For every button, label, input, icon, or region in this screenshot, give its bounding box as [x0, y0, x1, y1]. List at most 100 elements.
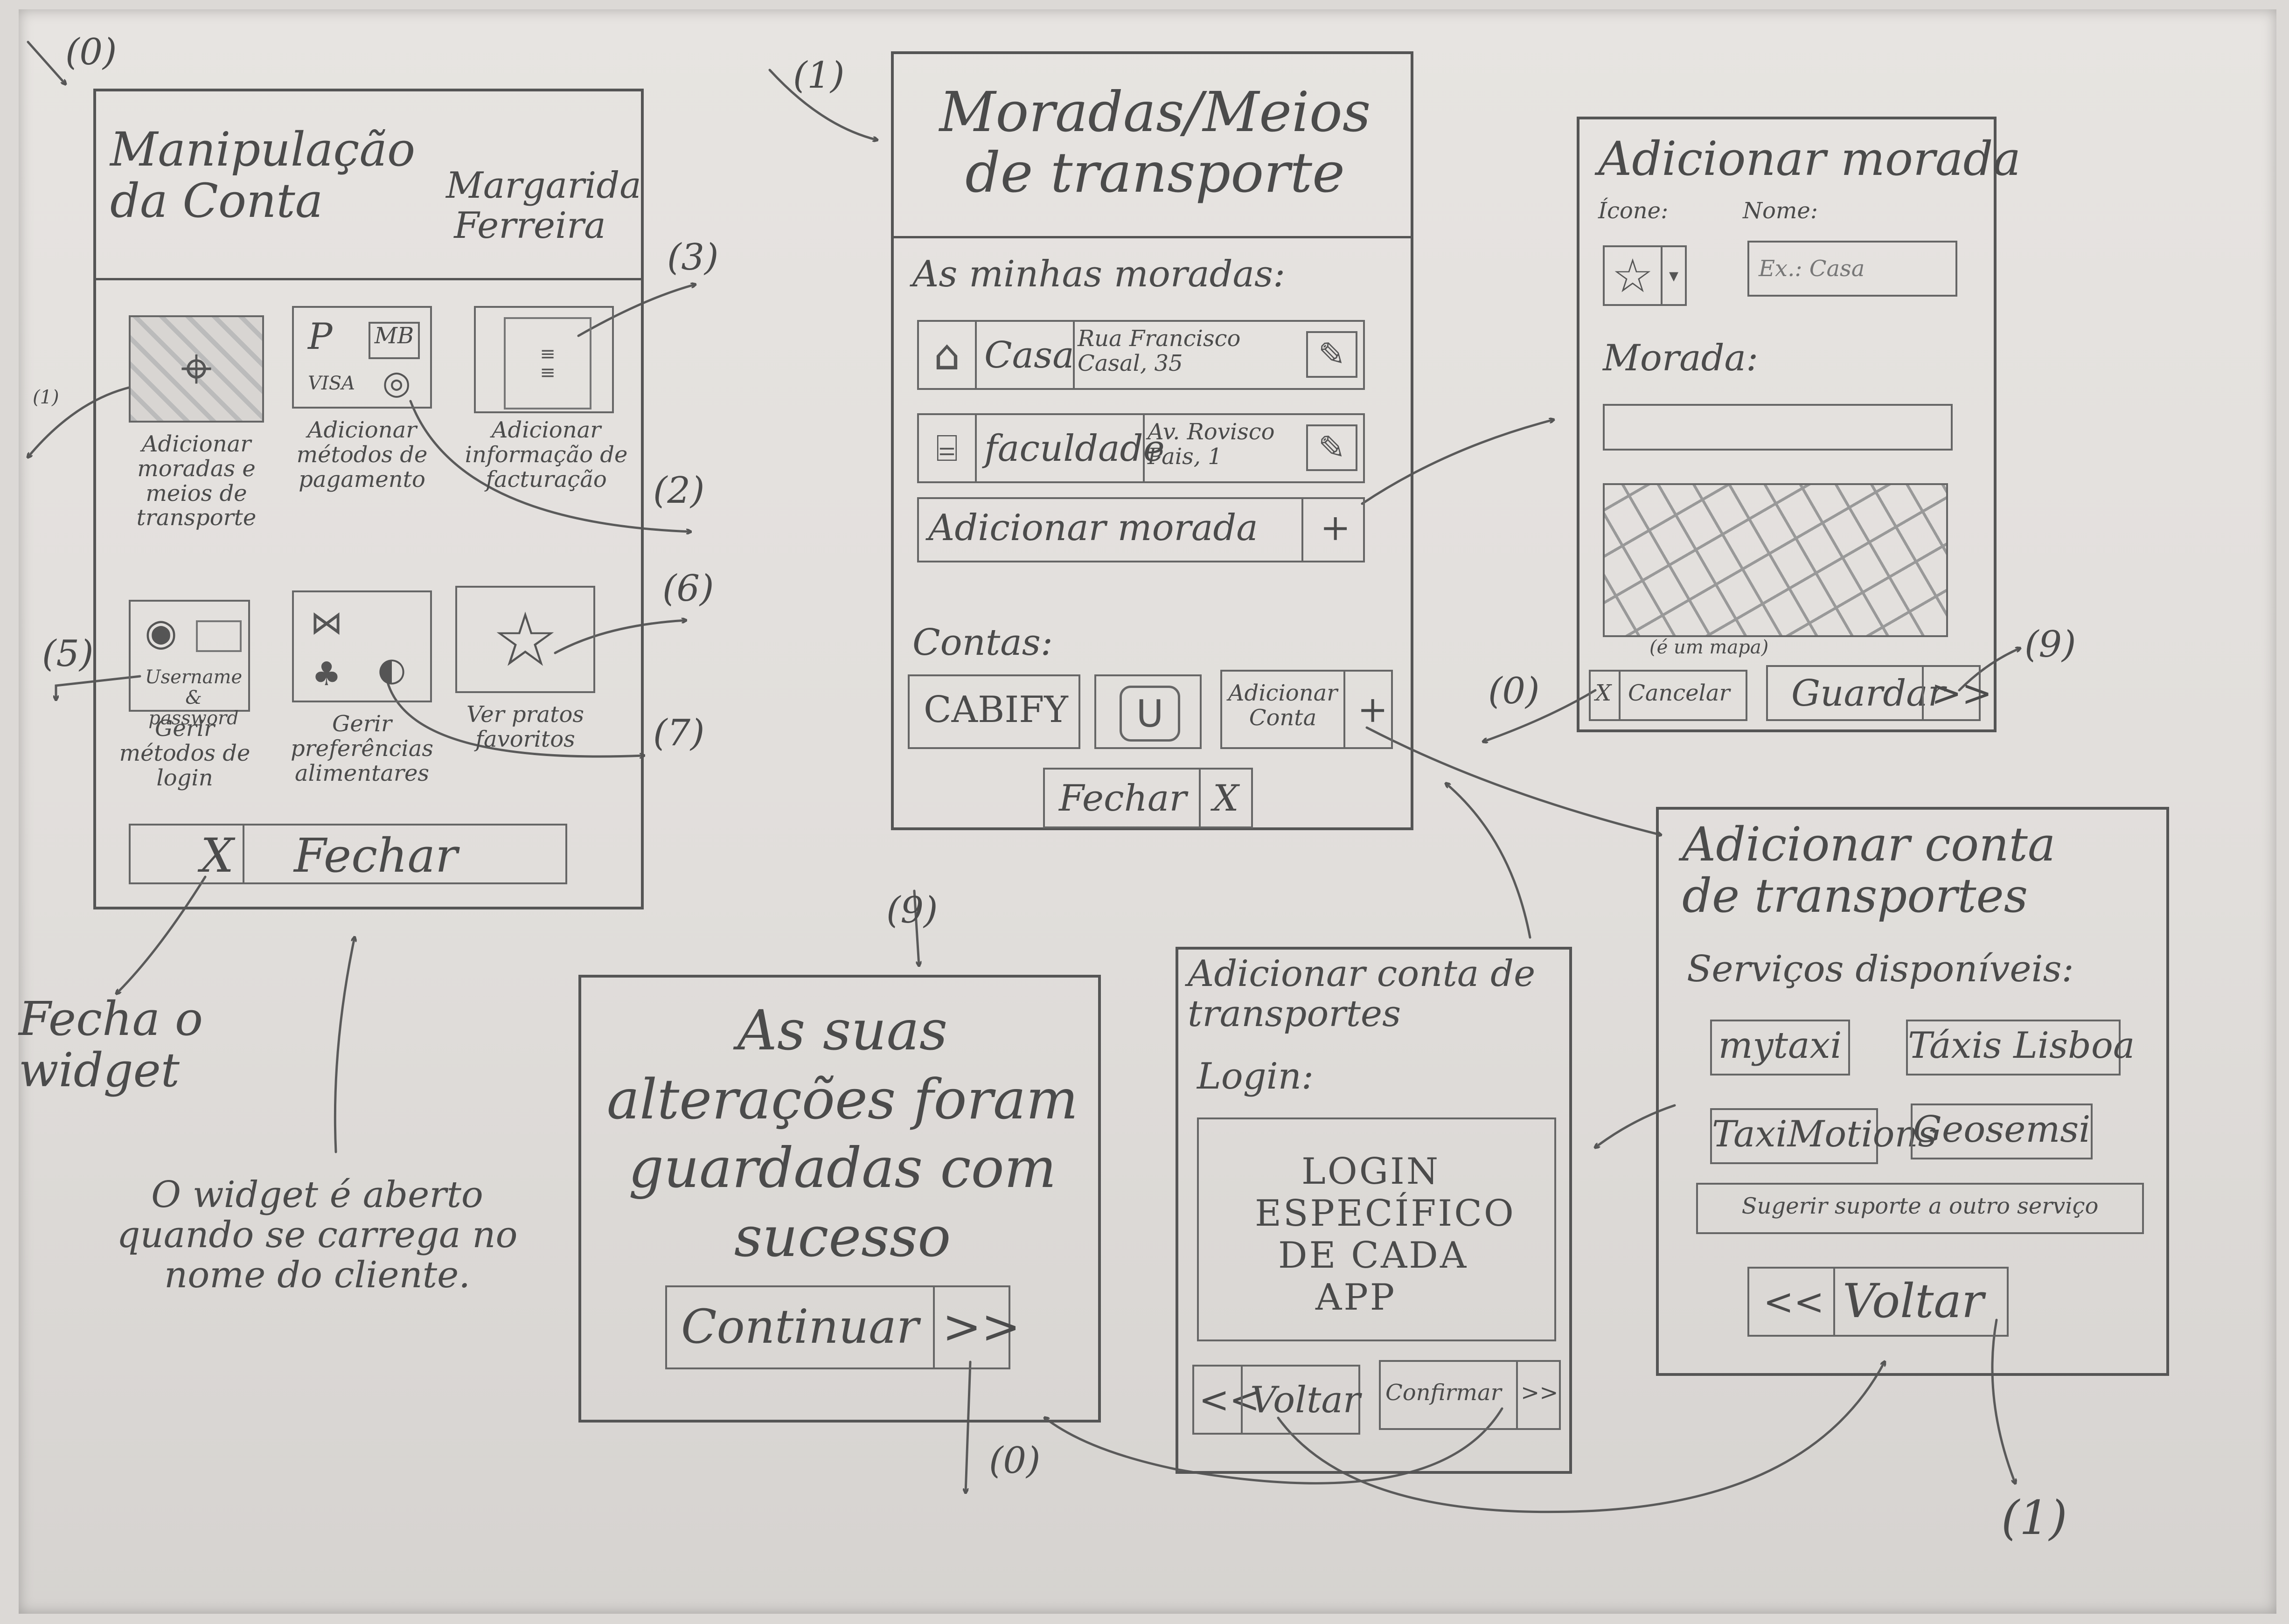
login-label: Login: [1197, 1055, 1314, 1097]
note-open-widget: O widget é aberto quando se carrega no n… [117, 1174, 518, 1296]
arrow-add-address [1361, 420, 1553, 505]
address-row-faculty[interactable]: ⌸ faculdade Av. Rovisco Pais, 1 ✎ [917, 413, 1365, 483]
edit-icon[interactable]: ✎ [1306, 424, 1357, 471]
multibanco-icon: MB [369, 322, 420, 359]
confirm-button[interactable]: Confirmar >> [1379, 1360, 1561, 1430]
ref-label: (0) [1488, 670, 1540, 712]
screen-ref-9: (9) [886, 889, 938, 931]
screen-account-manipulation: Manipulação da Conta Margarida Ferreira … [93, 89, 644, 909]
save-label: Guardar [1791, 673, 1946, 715]
account-uber[interactable]: U [1094, 674, 1202, 749]
back-label: Voltar [1843, 1274, 1984, 1328]
page-title: Adicionar conta de transportes [1682, 817, 2056, 923]
note-close-widget: Fecha o widget [19, 992, 203, 1097]
section-accounts: Contas: [912, 622, 1053, 664]
map-view[interactable] [1603, 483, 1948, 637]
double-chevron-right-icon: >> [1521, 1380, 1558, 1406]
close-icon: X [201, 828, 234, 883]
suggest-service-button[interactable]: Sugerir suporte a outro serviço [1696, 1183, 2144, 1234]
back-button[interactable]: << Voltar [1747, 1267, 2009, 1337]
address-input[interactable] [1603, 404, 1953, 451]
screen-addresses-transport: Moradas/Meios de transporte As minhas mo… [891, 51, 1413, 830]
ref-label: (9) [2025, 624, 2076, 666]
add-address-label: Adicionar morada [928, 507, 1258, 549]
service-geosemsi[interactable]: Geosemsi [1911, 1103, 2093, 1159]
arrow-confirm [1045, 1407, 1503, 1485]
cancel-button[interactable]: X Cancelar [1589, 670, 1747, 721]
map-pin-icon: ⌖ [181, 336, 212, 401]
address-name: Casa [984, 334, 1074, 376]
ref-label: (0) [989, 1440, 1041, 1482]
arrow-tile5 [386, 680, 644, 756]
addresses-tile[interactable]: ⌖ [129, 315, 264, 423]
add-account-button[interactable]: Adicionar Conta + [1220, 670, 1393, 749]
screen-add-address: Adicionar morada Ícone: Nome: ☆ ▾ Ex.: C… [1577, 117, 2021, 732]
login-methods-tile[interactable]: ◉ Username & password [129, 600, 250, 729]
services-label: Serviços disponíveis: [1687, 948, 2074, 990]
billing-tile[interactable]: ≡≡ [474, 306, 614, 413]
favorite-dishes-tile[interactable]: ☆ [455, 586, 595, 693]
username-password-text: Username & password [145, 666, 243, 729]
house-icon: ⌂ [933, 330, 960, 380]
arrow-close [117, 875, 207, 993]
tile-label: Gerir métodos de login [119, 715, 250, 791]
plus-icon: + [1357, 689, 1388, 731]
arrow-tile4 [56, 675, 141, 700]
briefcase-icon: ⌸ [936, 426, 958, 470]
address-name: faculdade [984, 428, 1165, 470]
back-button[interactable]: << Voltar [1192, 1365, 1360, 1435]
address-text: Rua Francisco Casal, 35 [1078, 326, 1241, 376]
ref-label: (1) [33, 387, 59, 408]
save-button[interactable]: Guardar >> [1766, 665, 1992, 721]
ref-label: (7) [653, 712, 705, 754]
user-name[interactable]: Margarida Ferreira [446, 165, 641, 247]
service-taximotions[interactable]: TaxiMotions [1710, 1108, 1937, 1164]
screen-add-transport-account: Adicionar conta de transportes Serviços … [1656, 807, 2169, 1376]
service-taxis-lisboa[interactable]: Táxis Lisboa [1906, 1020, 2135, 1076]
arrow-0 [27, 41, 65, 84]
card-icon [196, 620, 242, 652]
account-cabify[interactable]: CABIFY [908, 674, 1080, 749]
continue-button[interactable]: Continuar >> [665, 1285, 1021, 1369]
arrow-tile3 [577, 285, 695, 337]
continue-label: Continuar [681, 1299, 919, 1354]
page-title: Adicionar morada [1598, 132, 2021, 186]
map-caption: (é um mapa) [1649, 637, 1769, 658]
fingerprint-icon: ◉ [145, 610, 177, 654]
add-address-button[interactable]: Adicionar morada + [917, 497, 1365, 562]
tile-label: Gerir preferências alimentares [291, 711, 433, 786]
screen-ref-0: (0) [65, 31, 117, 73]
app-login-area[interactable]: LOGIN ESPECÍFICO DE CADA APP [1197, 1117, 1556, 1341]
arrow-cancel [1483, 689, 1597, 742]
double-chevron-right-icon: >> [942, 1299, 1021, 1354]
arrow-open [334, 937, 355, 1153]
visa-icon: VISA [308, 373, 355, 394]
mastercard-icon: ◎ [382, 363, 411, 402]
page-title: Manipulação da Conta [110, 122, 416, 228]
paypal-icon: P [308, 316, 333, 358]
section-addresses: As minhas moradas: [912, 253, 1286, 295]
close-label: Fechar [294, 828, 458, 883]
icon-label: Ícone: [1598, 198, 1669, 224]
arrow-tile6 [554, 620, 686, 654]
invoice-icon: ≡≡ [504, 317, 591, 409]
arrow-9 [913, 889, 919, 965]
fish-icon: ⋈ [310, 604, 343, 642]
food-preferences-tile[interactable]: ⋈ ♣ ◐ [292, 590, 432, 702]
star-icon: ☆ [1612, 248, 1654, 303]
login-line: DE CADA [1278, 1235, 1468, 1277]
name-input[interactable]: Ex.: Casa [1747, 241, 1957, 297]
close-button[interactable]: Fechar X [1043, 768, 1253, 828]
edit-icon[interactable]: ✎ [1306, 331, 1357, 378]
payment-tile[interactable]: P MB VISA ◎ [292, 306, 432, 409]
page-title: Moradas/Meios de transporte [939, 80, 1371, 205]
close-label: Fechar [1059, 777, 1187, 819]
arrow-continue [966, 1360, 972, 1492]
service-mytaxi[interactable]: mytaxi [1710, 1020, 1850, 1076]
address-row-home[interactable]: ⌂ Casa Rua Francisco Casal, 35 ✎ [917, 320, 1365, 390]
icon-select[interactable]: ☆ ▾ [1603, 245, 1687, 306]
screen-login-transport-account: Adicionar conta de transportes Login: LO… [1176, 947, 1572, 1474]
close-button[interactable]: X Fechar [129, 824, 567, 884]
double-chevron-left-icon: << [1763, 1281, 1824, 1323]
